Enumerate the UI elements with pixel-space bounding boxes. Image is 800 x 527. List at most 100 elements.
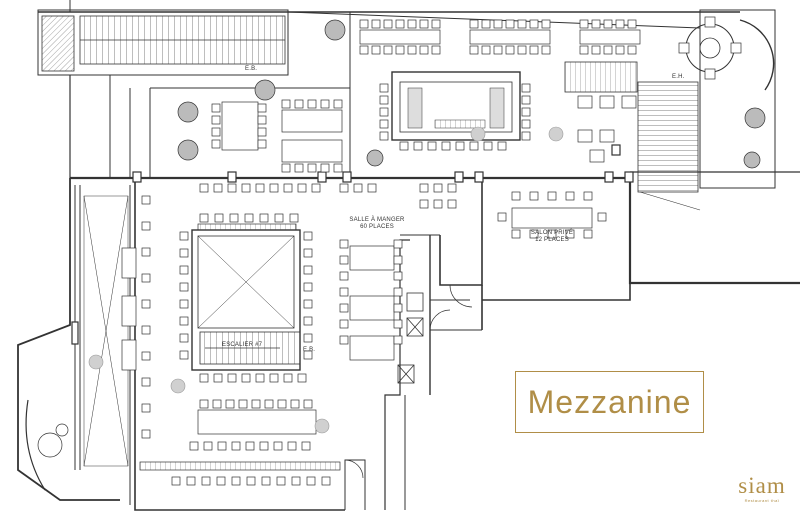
- upper-terrace-outline: [37, 9, 289, 76]
- chair: [213, 373, 223, 383]
- chair: [393, 303, 403, 313]
- chair: [529, 19, 539, 29]
- chair: [259, 213, 269, 223]
- chair: [303, 333, 313, 343]
- chair: [497, 212, 507, 222]
- round-columns: [88, 126, 564, 434]
- chair: [359, 45, 369, 55]
- side-table: [121, 339, 137, 371]
- brand-tagline: Restaurant thaï: [744, 498, 780, 503]
- chair: [483, 141, 493, 151]
- chair: [141, 299, 151, 309]
- chair: [290, 399, 300, 409]
- chair: [141, 273, 151, 283]
- chair: [591, 45, 601, 55]
- dining-room-label: SALLE À MANGER 60 PLACES: [327, 217, 427, 231]
- side-table: [121, 247, 137, 279]
- dining-room-name: SALLE À MANGER: [349, 217, 405, 223]
- curved-bench: [25, 399, 46, 491]
- lounge-chair: [599, 129, 615, 143]
- planter: [744, 107, 766, 129]
- chair: [264, 399, 274, 409]
- lounge-chair: [621, 95, 637, 109]
- banquette: [139, 461, 341, 471]
- planter: [366, 149, 384, 167]
- chair: [419, 199, 429, 209]
- lounge-seat: [37, 432, 63, 458]
- chair: [303, 350, 313, 360]
- chair: [393, 271, 403, 281]
- dining-room-capacity: 60 PLACES: [360, 224, 394, 230]
- planter: [177, 139, 199, 161]
- chair: [259, 441, 269, 451]
- chair: [303, 282, 313, 292]
- chair: [395, 19, 405, 29]
- planter: [177, 101, 199, 123]
- chair: [591, 19, 601, 29]
- chair: [615, 19, 625, 29]
- chair: [283, 373, 293, 383]
- chair: [257, 127, 267, 137]
- chair: [730, 42, 742, 54]
- chair: [303, 265, 313, 275]
- columns: [71, 144, 634, 345]
- chair: [301, 441, 311, 451]
- chair: [379, 131, 389, 141]
- chair: [255, 373, 265, 383]
- lounge-bench: [564, 61, 638, 93]
- chair: [521, 131, 531, 141]
- chair: [179, 248, 189, 258]
- chair: [339, 287, 349, 297]
- chair: [371, 45, 381, 55]
- private-room-label: SALON PRIVÉ 12 PLACES: [502, 230, 602, 244]
- chair: [395, 45, 405, 55]
- chair: [678, 42, 690, 54]
- chair: [179, 316, 189, 326]
- chair: [141, 247, 151, 257]
- dining-table: [349, 295, 395, 321]
- chair: [447, 199, 457, 209]
- chair: [179, 333, 189, 343]
- chair: [339, 239, 349, 249]
- chair: [367, 183, 377, 193]
- chair: [179, 231, 189, 241]
- chair: [238, 399, 248, 409]
- terrace-table: [221, 101, 259, 151]
- long-table: [197, 409, 317, 435]
- chair: [320, 163, 330, 173]
- terrace-table: [281, 139, 343, 163]
- chair: [199, 373, 209, 383]
- chair: [383, 45, 393, 55]
- chair: [505, 45, 515, 55]
- chair: [291, 476, 301, 486]
- exterior-stair: [637, 81, 699, 193]
- chair: [212, 399, 222, 409]
- chair: [229, 213, 239, 223]
- top-eb-label: E.B.: [245, 66, 258, 72]
- chair: [276, 476, 286, 486]
- chair: [371, 19, 381, 29]
- chair: [303, 399, 313, 409]
- round-terrace-table: [685, 23, 735, 73]
- chair: [447, 183, 457, 193]
- terrace-stair-landing: [41, 15, 75, 72]
- chair: [261, 476, 271, 486]
- chair: [469, 19, 479, 29]
- chair: [179, 350, 189, 360]
- chair: [283, 183, 293, 193]
- chair: [441, 141, 451, 151]
- chair: [521, 119, 531, 129]
- void-area: [83, 195, 129, 467]
- chair: [521, 95, 531, 105]
- chair: [493, 19, 503, 29]
- chair: [257, 115, 267, 125]
- chair: [141, 351, 151, 361]
- chair: [289, 213, 299, 223]
- chair: [339, 183, 349, 193]
- chair: [521, 83, 531, 93]
- chair: [294, 163, 304, 173]
- chair: [521, 107, 531, 117]
- chair: [179, 299, 189, 309]
- chair: [311, 183, 321, 193]
- chair: [407, 19, 417, 29]
